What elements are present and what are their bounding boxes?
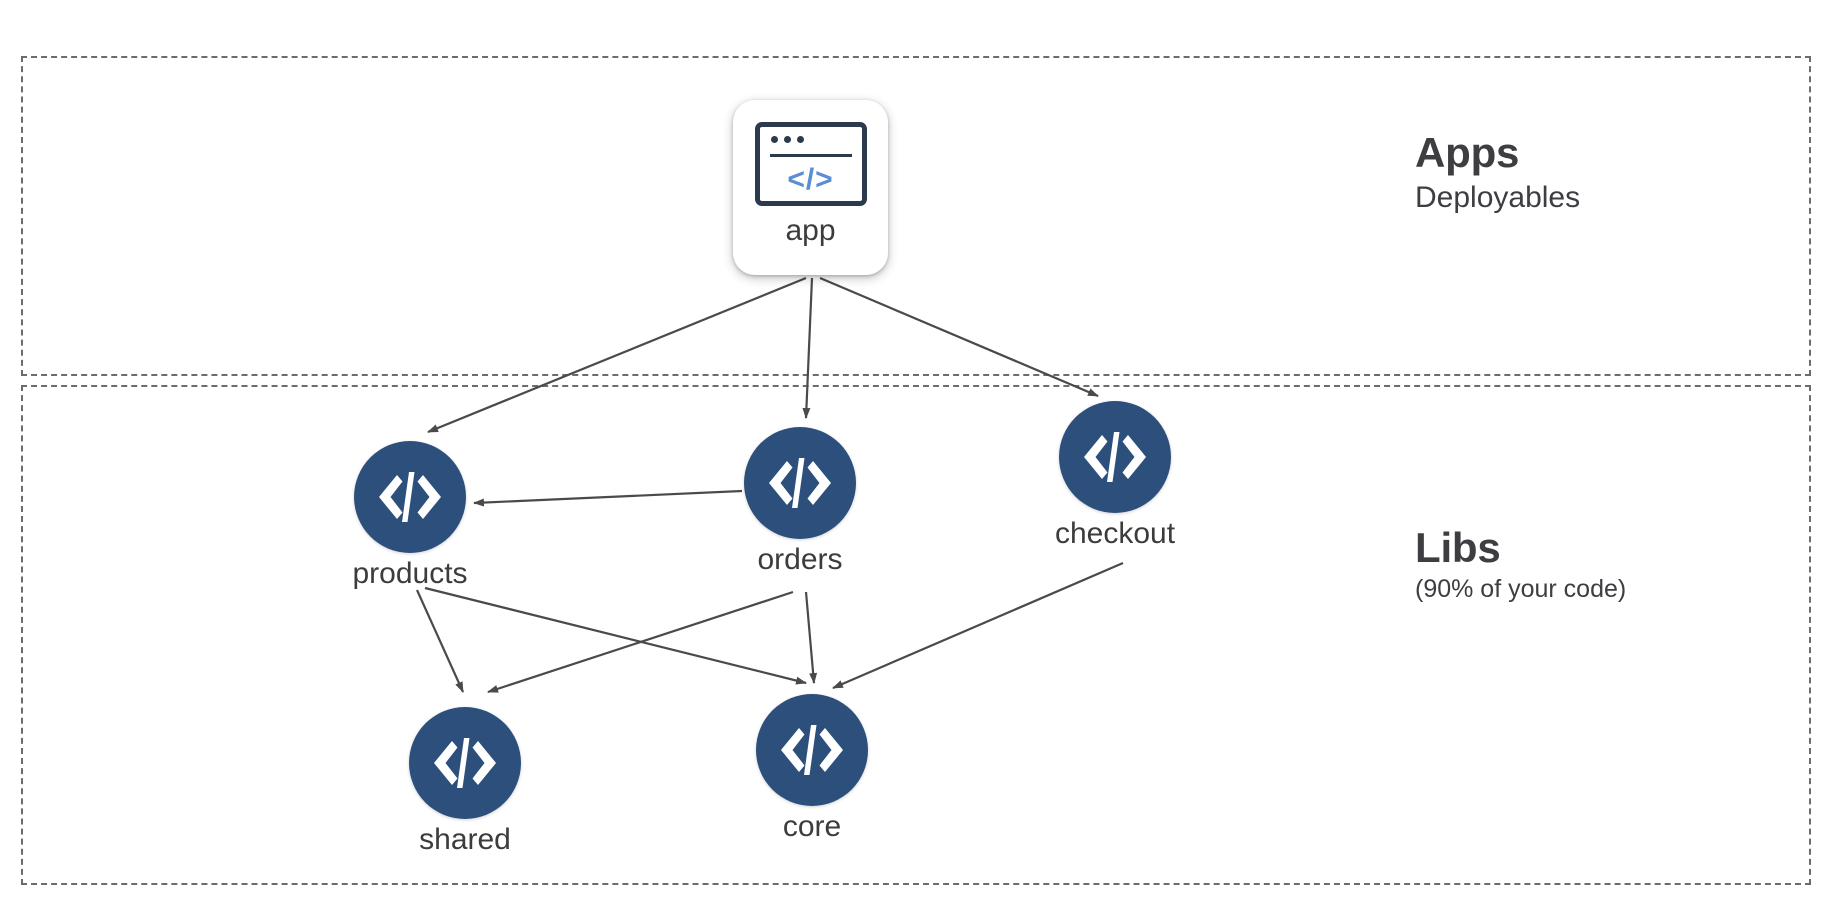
node-orders-label: orders: [757, 543, 843, 576]
node-products[interactable]: products: [352, 441, 468, 590]
zone-libs: [21, 385, 1811, 885]
code-brackets-icon: [1059, 401, 1171, 513]
code-brackets-glyph: </>: [787, 163, 834, 196]
zone-apps-title: Apps: [1415, 129, 1520, 176]
zone-apps-caption: Apps Deployables: [1415, 130, 1580, 217]
node-shared[interactable]: shared: [409, 707, 521, 856]
code-brackets-icon: [409, 707, 521, 819]
zone-libs-caption: Libs (90% of your code): [1415, 525, 1626, 606]
code-brackets-icon: [756, 694, 868, 806]
node-shared-label: shared: [419, 823, 511, 856]
node-core[interactable]: core: [756, 694, 868, 843]
node-products-label: products: [352, 557, 468, 590]
node-core-label: core: [782, 810, 842, 843]
code-brackets-icon: [744, 427, 856, 539]
zone-apps-subtitle: Deployables: [1415, 181, 1581, 215]
zone-libs-subtitle: (90% of your code): [1415, 575, 1627, 604]
code-brackets-icon: [354, 441, 466, 553]
browser-code-icon: </>: [754, 122, 867, 206]
node-app-label: app: [785, 214, 836, 247]
node-checkout-label: checkout: [1054, 517, 1176, 550]
browser-dots-icon: [770, 136, 804, 143]
node-orders[interactable]: orders: [744, 427, 856, 576]
node-checkout[interactable]: checkout: [1055, 401, 1175, 550]
node-app[interactable]: </> app: [733, 100, 888, 275]
zone-libs-title: Libs: [1415, 524, 1501, 571]
browser-rule-divider: [769, 154, 852, 157]
